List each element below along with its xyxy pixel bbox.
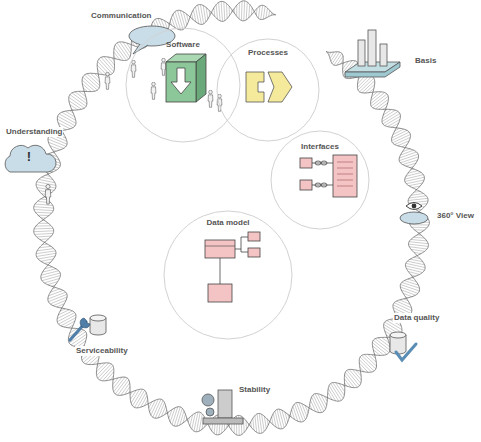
person-figure — [208, 90, 213, 107]
document-lines — [337, 162, 353, 186]
person-figure — [151, 82, 156, 99]
circle-outline — [164, 211, 292, 339]
circle-outline — [163, 210, 293, 340]
down-arrow — [171, 68, 191, 94]
eye — [406, 203, 422, 210]
database-top — [390, 332, 406, 338]
circle-outline — [126, 28, 240, 142]
chain-link — [321, 161, 327, 165]
entity-line — [205, 246, 235, 247]
document — [300, 158, 312, 168]
database-top — [90, 315, 106, 321]
chain-line — [312, 163, 333, 185]
software-box — [166, 62, 196, 102]
person-figure — [105, 72, 110, 89]
topic-label: Understanding — [5, 127, 63, 137]
bar — [358, 40, 365, 66]
helix-ribbon — [34, 1, 430, 436]
person-figure — [161, 58, 166, 75]
relation-line — [220, 237, 248, 284]
bar — [380, 44, 387, 66]
machine-base — [203, 418, 243, 424]
topic-circle: Data model — [163, 210, 293, 340]
circle-title: Interfaces — [301, 142, 339, 152]
topic-label: Stability — [238, 385, 271, 395]
circle-title: Processes — [248, 48, 288, 58]
entity-box — [208, 284, 232, 302]
entity-box — [248, 248, 260, 257]
helix-strand — [34, 1, 430, 435]
wrench-head — [80, 318, 90, 328]
chain-link — [315, 161, 321, 165]
topic-label: Data quality — [393, 313, 440, 323]
topic-label: Communication — [90, 11, 152, 21]
topic-circle: Software — [125, 27, 241, 143]
topic-label: 360° View — [436, 211, 475, 221]
icons — [5, 26, 428, 424]
helix-strand — [34, 1, 429, 435]
speech-bubble-tail — [133, 44, 148, 54]
gear — [206, 408, 214, 416]
topic-label: Basis — [414, 56, 437, 66]
process-shape — [246, 72, 264, 102]
person-figure — [45, 184, 51, 204]
circle-title: Software — [166, 40, 200, 50]
check-mark — [396, 344, 416, 360]
circle-outline — [217, 39, 319, 141]
circle-title: Data model — [206, 218, 249, 228]
topic-circle: Interfaces — [270, 130, 370, 230]
bar — [368, 30, 376, 66]
exclamation-mark: ! — [26, 149, 32, 165]
document — [333, 155, 357, 197]
machine — [218, 390, 232, 418]
topic-label: Serviceability — [75, 346, 129, 356]
gear — [202, 394, 214, 406]
chain-link — [315, 183, 321, 187]
process-arrow — [268, 72, 292, 102]
helix-hatching — [34, 1, 430, 436]
person-figure — [131, 60, 136, 77]
topic-circle: Processes — [216, 38, 320, 142]
box-side — [196, 54, 206, 102]
circle-outline — [271, 131, 369, 229]
swirl — [400, 212, 428, 224]
entity-box — [248, 232, 260, 241]
eye-pupil — [412, 204, 417, 209]
chain-link — [321, 183, 327, 187]
entity-box — [205, 240, 235, 258]
document — [300, 180, 312, 190]
thought-cloud — [5, 145, 56, 172]
